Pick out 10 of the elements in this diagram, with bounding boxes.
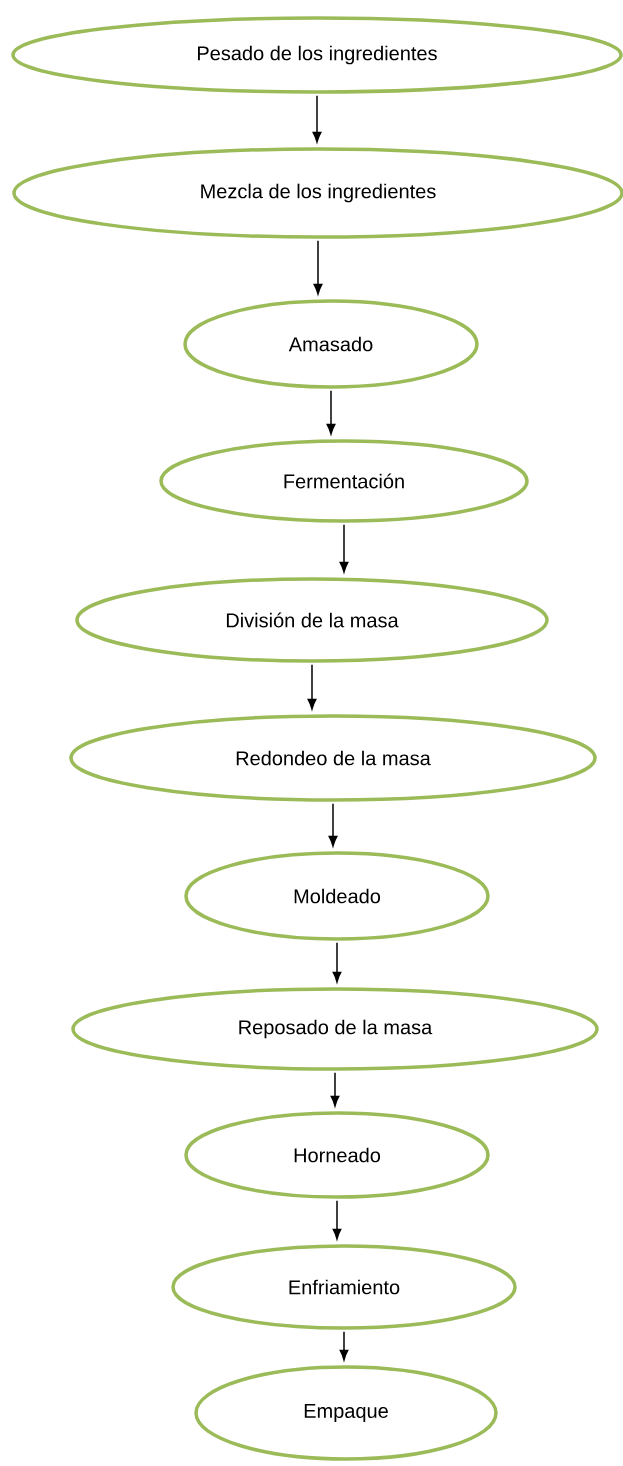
- arrow: [330, 1072, 340, 1107]
- arrow: [328, 803, 338, 847]
- arrow: [332, 942, 342, 983]
- arrow: [313, 240, 323, 295]
- arrow: [339, 1331, 349, 1361]
- arrow: [312, 95, 322, 143]
- arrow: [307, 664, 317, 710]
- arrow: [332, 1200, 342, 1240]
- arrow: [339, 524, 349, 573]
- arrow: [326, 390, 336, 435]
